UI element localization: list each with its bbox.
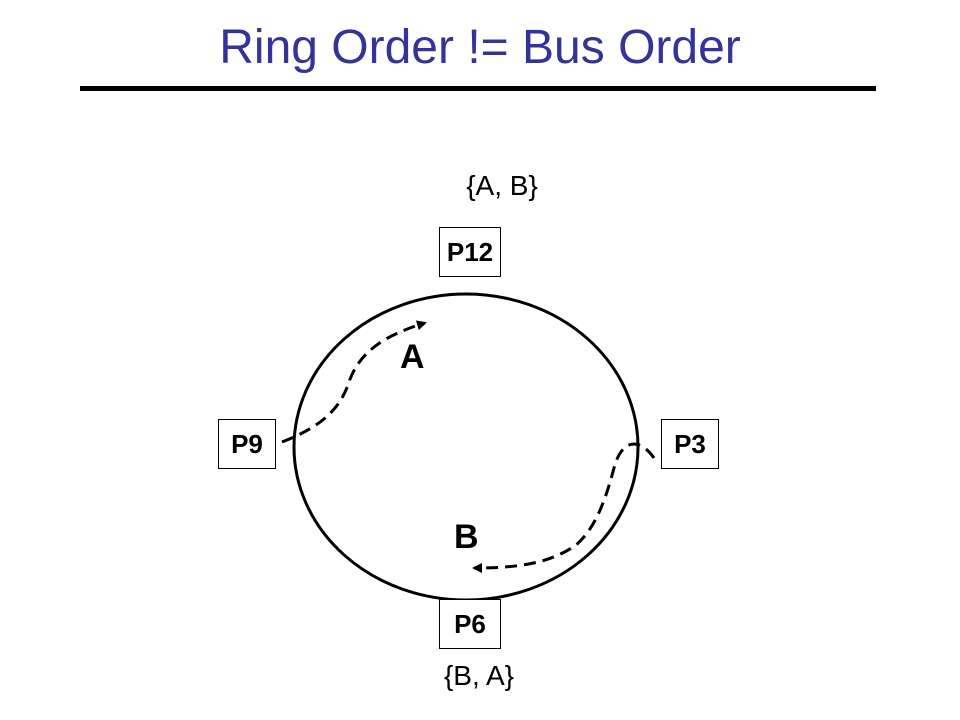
order-label-bottom: {B, A}: [443, 660, 515, 691]
message-a-label: A: [400, 338, 425, 376]
slide-title: Ring Order != Bus Order: [219, 21, 741, 74]
message-a-path: [281, 320, 427, 444]
title-underline: [80, 86, 876, 91]
node-p12: P12: [439, 227, 501, 277]
node-p6: P6: [439, 599, 501, 649]
node-p9: P9: [218, 419, 276, 469]
message-b-label: B: [454, 518, 479, 556]
order-label-top: {A, B}: [466, 170, 538, 201]
message-b-path: [472, 442, 656, 573]
node-p3: P3: [661, 419, 719, 469]
